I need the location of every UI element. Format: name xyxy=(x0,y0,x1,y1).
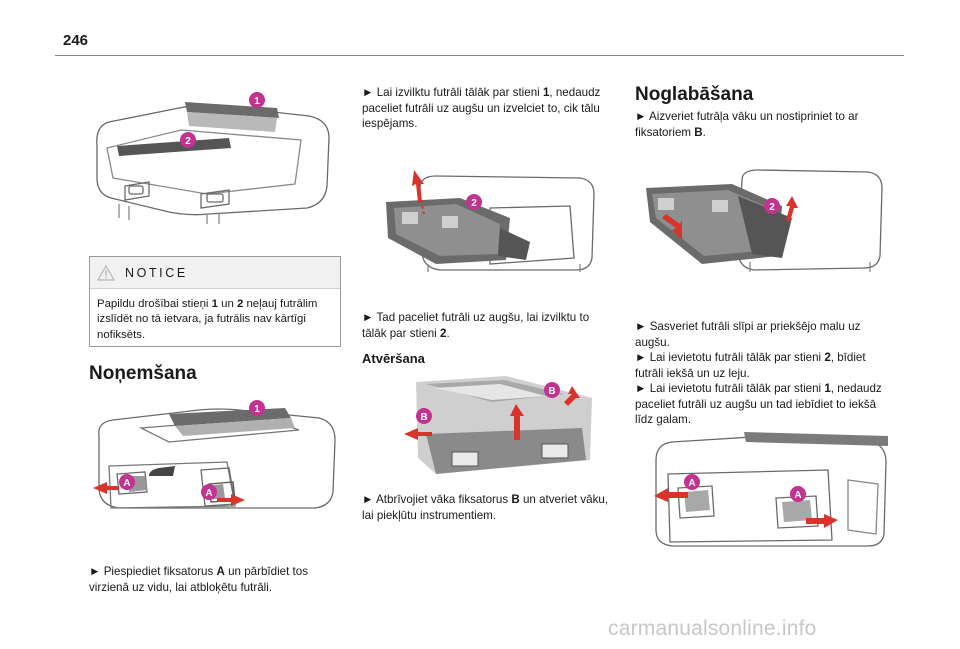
svg-text:B: B xyxy=(548,386,555,397)
svg-text:1: 1 xyxy=(254,96,260,107)
watermark: carmanualsonline.info xyxy=(608,617,817,640)
step-pull-bar-1: ► Lai izvilktu futrāli tālāk par stieni … xyxy=(362,86,601,130)
callout-2-insert: 2 xyxy=(764,198,780,214)
arrow-lock-right xyxy=(806,514,838,528)
svg-text:2: 2 xyxy=(471,198,477,209)
arrow-insert-down xyxy=(662,214,682,240)
notice-box: NOTICE Papildu drošībai stieņi 1 un 2 ne… xyxy=(89,256,341,347)
figure-insert-case: 2 xyxy=(642,166,888,276)
arrow-insert-up xyxy=(786,196,798,222)
notice-header: NOTICE xyxy=(90,257,340,289)
callout-1-removal: 1 xyxy=(249,400,265,416)
arrow-lock-left xyxy=(654,488,688,502)
arrow-lid-up xyxy=(510,404,524,440)
notice-title: NOTICE xyxy=(125,265,188,280)
callout-1: 1 xyxy=(249,92,265,108)
header-rule xyxy=(55,55,904,56)
step-lift-bar-2: ► Tad paceliet futrāli uz augšu, lai izv… xyxy=(362,311,590,340)
figure-lid-latches: B B xyxy=(396,374,592,480)
svg-text:2: 2 xyxy=(185,136,191,147)
callout-a-lock-left: A xyxy=(684,474,700,490)
callout-a-left: A xyxy=(119,474,135,490)
figure-latches-a: A A 1 xyxy=(89,396,341,516)
arrow-latch-right xyxy=(217,494,245,506)
warning-triangle-icon xyxy=(97,264,115,281)
callout-b-right: B xyxy=(544,382,560,398)
notice-text: Papildu drošībai stieņi 1 un 2 neļauj fu… xyxy=(97,298,318,341)
arrow-latch-left xyxy=(93,482,119,494)
svg-text:A: A xyxy=(205,488,212,499)
page-number: 246 xyxy=(63,32,89,49)
svg-text:B: B xyxy=(420,412,427,423)
callout-b-left: B xyxy=(416,408,432,424)
callout-2: 2 xyxy=(180,132,196,148)
figure-lift-case: 2 xyxy=(380,168,620,278)
callout-a-right: A xyxy=(201,484,217,500)
callout-a-lock-right: A xyxy=(790,486,806,502)
subheading-opening: Atvēršana xyxy=(362,351,425,366)
svg-text:A: A xyxy=(688,478,695,489)
callout-2-lift: 2 xyxy=(466,194,482,210)
section-title-removal: Noņemšana xyxy=(89,363,197,384)
section-title-storage: Noglabāšana xyxy=(635,84,754,105)
arrow-latch-b-right xyxy=(564,386,580,406)
arrow-lift xyxy=(412,170,425,215)
figure-case-bars: 1 2 xyxy=(89,86,341,226)
svg-text:2: 2 xyxy=(769,202,775,213)
arrow-latch-b-left xyxy=(404,428,432,440)
step-removal-latches: ► Piespiediet fiksatorus A un pārbīdiet … xyxy=(89,565,309,594)
figure-lock-latches: A A xyxy=(648,430,888,550)
steps-insert-case: ► Sasveriet futrāli slīpi ar priekšējo m… xyxy=(635,320,882,426)
svg-text:1: 1 xyxy=(254,404,260,415)
step-open-lid: ► Atbrīvojiet vāka fiksatorus B un atver… xyxy=(362,493,609,522)
step-close-lid: ► Aizveriet futrāļa vāku un nostipriniet… xyxy=(635,110,859,139)
svg-text:A: A xyxy=(123,478,130,489)
svg-text:A: A xyxy=(794,490,801,501)
